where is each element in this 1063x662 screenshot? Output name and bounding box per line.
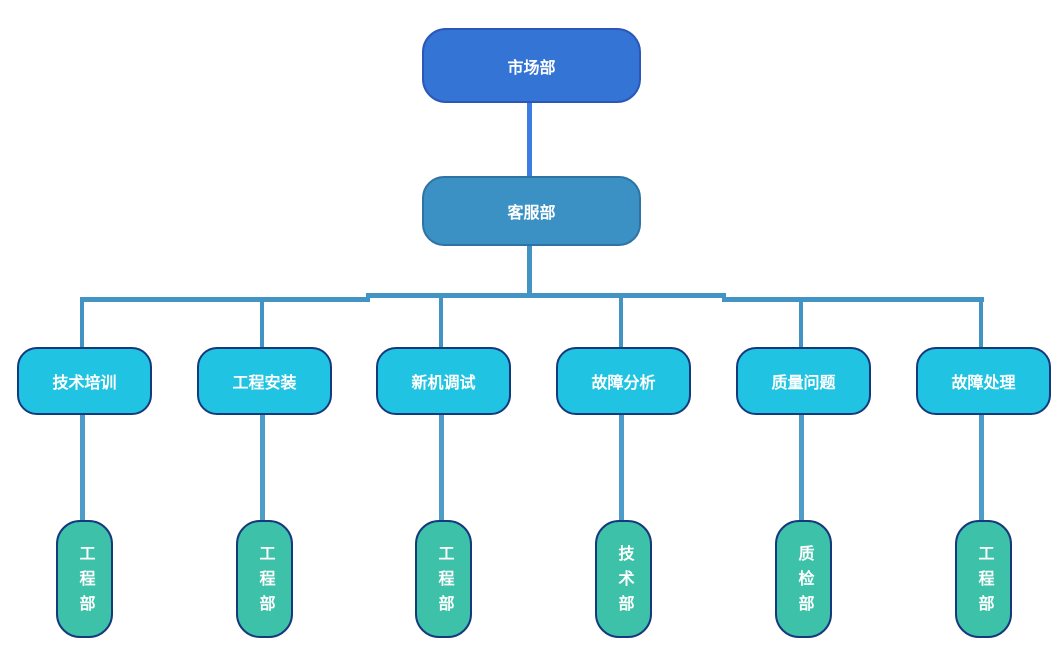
node-label: 工程部 <box>256 544 274 620</box>
node-dept-technical: 技术部 <box>589 518 655 647</box>
node-dept-engineering-4: 工程部 <box>949 518 1015 647</box>
node-customer-service-dept: 客服部 <box>417 175 646 253</box>
node-new-machine-commissioning: 新机调试 <box>371 346 516 422</box>
connector-bus-left <box>80 297 370 302</box>
node-fault-analysis: 故障分析 <box>551 346 696 422</box>
connector-branch-dept <box>979 411 984 521</box>
connector-drop <box>979 297 983 348</box>
connector-branch-dept <box>619 411 624 521</box>
node-label: 工程部 <box>975 544 993 620</box>
connector-drop <box>619 294 623 348</box>
connector-branch-dept <box>260 411 265 521</box>
connector-branch-dept <box>80 411 85 521</box>
node-marketing-dept: 市场部 <box>417 27 646 110</box>
connector-manager-bus <box>527 242 532 298</box>
node-label: 技术部 <box>615 544 633 620</box>
node-label: 故障分析 <box>591 375 656 392</box>
connector-bus-right <box>722 297 984 302</box>
node-label: 质量问题 <box>771 375 836 392</box>
node-dept-engineering-3: 工程部 <box>409 518 475 647</box>
node-label: 客服部 <box>507 205 556 222</box>
node-label: 故障处理 <box>951 375 1016 392</box>
node-label: 新机调试 <box>411 375 476 392</box>
node-dept-engineering-2: 工程部 <box>230 518 296 647</box>
node-label: 工程部 <box>76 544 94 620</box>
node-dept-quality-inspection: 质检部 <box>769 518 835 647</box>
node-engineering-install: 工程安装 <box>192 346 337 422</box>
connector-branch-dept <box>799 411 804 521</box>
node-label: 工程部 <box>435 544 453 620</box>
connector-drop <box>260 297 264 348</box>
node-quality-issues: 质量问题 <box>731 346 876 422</box>
node-label: 质检部 <box>795 544 813 620</box>
node-label: 市场部 <box>507 59 556 77</box>
node-dept-engineering-1: 工程部 <box>50 518 116 647</box>
connector-drop <box>80 297 84 348</box>
node-label: 技术培训 <box>52 375 117 392</box>
connector-branch-dept <box>439 411 444 521</box>
connector-root-manager <box>527 99 532 177</box>
node-label: 工程安装 <box>232 375 297 392</box>
connector-bus-mid <box>366 293 726 298</box>
node-fault-handling: 故障处理 <box>911 346 1056 422</box>
connector-drop <box>799 297 803 348</box>
connector-drop <box>439 294 443 348</box>
node-tech-training: 技术培训 <box>12 346 157 422</box>
